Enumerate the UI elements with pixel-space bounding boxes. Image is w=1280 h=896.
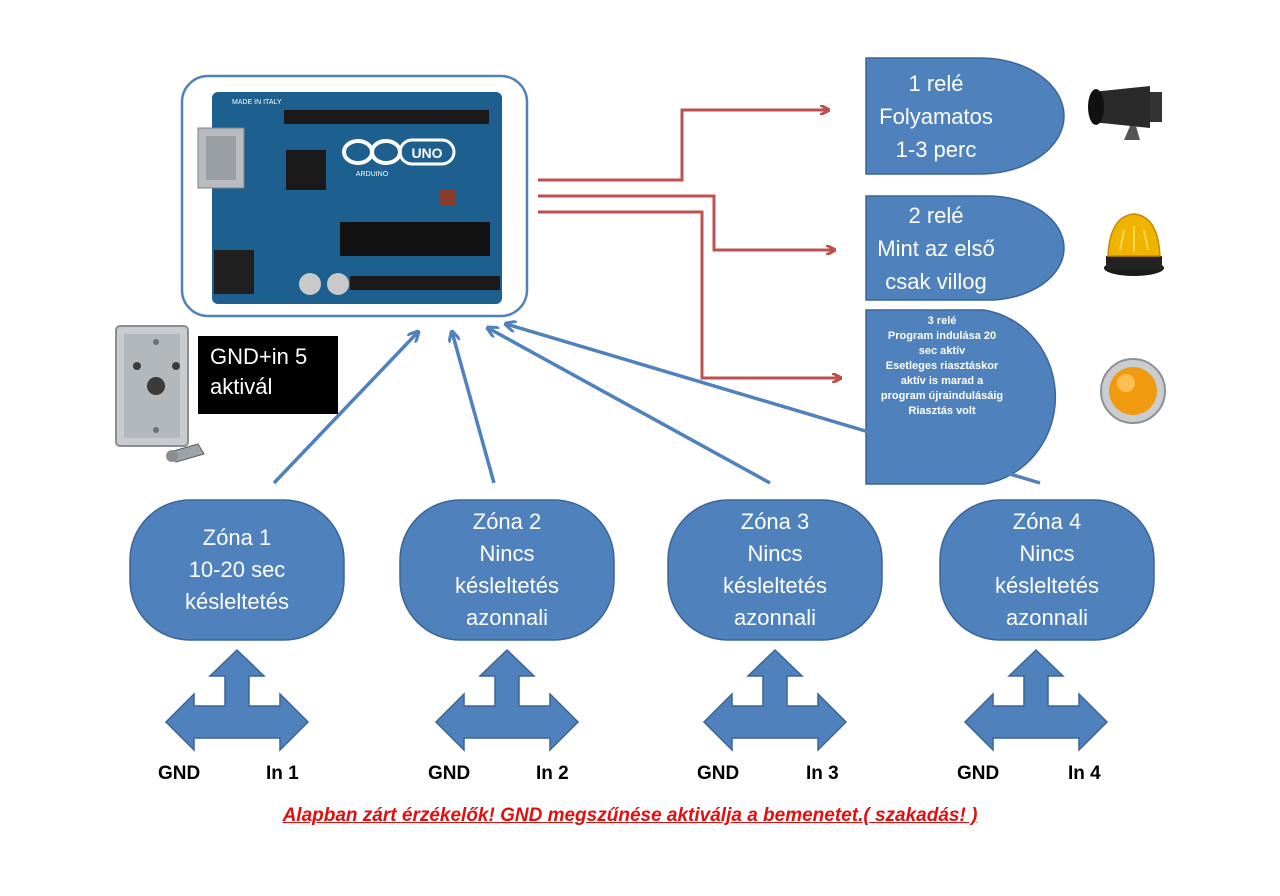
key-switch-icon xyxy=(115,325,205,463)
zone-1-label: Zóna 1 10-20 sec késleltetés xyxy=(185,525,289,614)
zone-3-tee-arrow-icon xyxy=(702,648,848,752)
analog-header xyxy=(350,276,500,290)
arduino-logo-icon xyxy=(342,138,456,166)
relay-3-shape xyxy=(865,309,1057,485)
zone-2-label: Zóna 2 Nincs késleltetés azonnali xyxy=(455,509,559,630)
zone-3-shape xyxy=(667,499,883,641)
zone-3-label: Zóna 3 Nincs késleltetés azonnali xyxy=(723,509,827,630)
relay-1-label: 1 relé Folyamatos 1-3 perc xyxy=(879,70,993,162)
digital-header xyxy=(284,110,489,124)
zone-2-arrow xyxy=(452,332,496,484)
zone-4-arrow xyxy=(506,324,1041,485)
zone-2-tee-arrow-icon xyxy=(434,648,580,752)
usb-chip xyxy=(286,150,326,190)
zone-1-tee-arrow-icon xyxy=(164,648,310,752)
key-switch-label: GND+in 5 aktivál xyxy=(198,336,338,414)
arduino-board: UNO ARDUINO MADE IN ITALY xyxy=(180,74,529,318)
zone-3-input-label: In 3 xyxy=(806,763,839,784)
relay-3-label: 3 relé Program indulása 20 sec aktív Ese… xyxy=(880,315,1004,417)
atmega-chip xyxy=(340,222,490,256)
relay-1-arrow xyxy=(538,110,828,182)
relay-3-arrow xyxy=(538,210,840,378)
relay-2-shape xyxy=(865,195,1065,301)
zone-4-shape xyxy=(939,499,1155,641)
power-jack xyxy=(214,250,254,294)
orange-lamp-icon xyxy=(1100,358,1166,424)
reset-button xyxy=(440,190,456,206)
zone-4-gnd-label: GND xyxy=(957,763,1000,784)
zone-1-input-label: In 1 xyxy=(266,763,299,784)
zone-4-tee-arrow-icon xyxy=(963,648,1109,752)
relay-2-label: 2 relé Mint az első csak villog xyxy=(877,202,995,294)
relay-2-arrow xyxy=(538,194,834,250)
footer-note: Alapban zárt érzékelők! GND megszűnése a… xyxy=(282,805,978,826)
board-brand: ARDUINO xyxy=(356,171,389,178)
zone-3-arrow xyxy=(488,328,771,485)
beacon-icon xyxy=(1104,213,1164,276)
board-model: UNO xyxy=(411,145,442,161)
zone-2-gnd-label: GND xyxy=(428,763,471,784)
capacitor-2 xyxy=(327,273,349,295)
zone-4-label: Zóna 4 Nincs késleltetés azonnali xyxy=(995,509,1099,630)
capacitor-1 xyxy=(299,273,321,295)
zone-1-gnd-label: GND xyxy=(158,763,201,784)
zone-2-input-label: In 2 xyxy=(536,763,569,784)
board-made-in: MADE IN ITALY xyxy=(232,99,282,106)
zone-connections xyxy=(272,324,1041,485)
zone-1-shape xyxy=(129,499,345,641)
relay-connections xyxy=(538,110,840,378)
zone-1-arrow xyxy=(272,332,418,485)
siren-icon xyxy=(1088,86,1162,140)
zone-4-input-label: In 4 xyxy=(1068,763,1101,784)
relay-1-shape xyxy=(865,57,1065,175)
zone-2-shape xyxy=(399,499,615,641)
zone-3-gnd-label: GND xyxy=(697,763,740,784)
